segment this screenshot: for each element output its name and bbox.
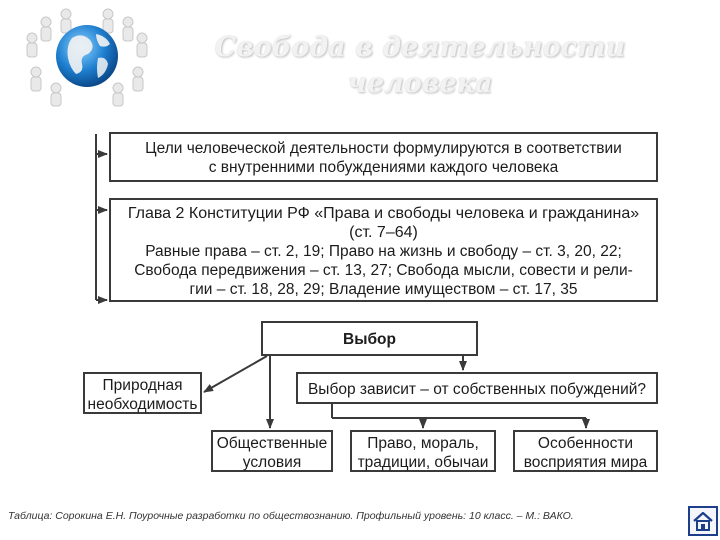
- social-line-2: условия: [242, 454, 302, 471]
- law-line-1: Право, мораль,: [367, 435, 479, 452]
- goals-box: Цели человеческой деятельности формулиру…: [109, 132, 658, 182]
- perception-line-2: восприятия мира: [523, 454, 648, 471]
- constitution-articles: (ст. 7–64): [349, 224, 418, 241]
- choice-label: Выбор: [343, 331, 396, 348]
- title-line-2: человека: [347, 68, 493, 99]
- home-button[interactable]: [688, 506, 718, 536]
- natural-necessity-box: Природная необходимость: [83, 372, 202, 414]
- natural-line-2: необходимость: [87, 396, 198, 413]
- natural-line-1: Природная: [102, 377, 183, 394]
- depends-label: Выбор зависит – от собственных побуждени…: [307, 381, 647, 398]
- social-conditions-box: Общественные условия: [211, 430, 333, 472]
- constitution-line-4: Свобода передвижения – ст. 13, 27; Свобо…: [134, 262, 633, 279]
- choice-depends-box: Выбор зависит – от собственных побуждени…: [296, 372, 658, 404]
- perception-line-1: Особенности: [537, 435, 634, 452]
- constitution-line-5: гии – ст. 18, 28, 29; Владение имущество…: [189, 281, 578, 298]
- constitution-box: Глава 2 Конституции РФ «Права и свободы …: [109, 198, 658, 302]
- title-line-1: Свобода в деятельности: [214, 32, 626, 63]
- slide-title: Свобода в деятельности человека: [200, 30, 640, 102]
- social-line-1: Общественные: [216, 435, 328, 452]
- law-morality-box: Право, мораль, традиции, обычаи: [350, 430, 496, 472]
- choice-box: Выбор: [261, 321, 478, 356]
- goals-line-1: Цели человеческой деятельности формулиру…: [145, 140, 622, 157]
- goals-line-2: с внутренними побуждениями каждого челов…: [208, 159, 559, 176]
- constitution-line-3: Равные права – ст. 2, 19; Право на жизнь…: [145, 243, 622, 260]
- law-line-2: традиции, обычаи: [357, 454, 489, 471]
- perception-box: Особенности восприятия мира: [513, 430, 658, 472]
- home-icon: [693, 511, 713, 531]
- constitution-heading: Глава 2 Конституции РФ «Права и свободы …: [127, 205, 640, 222]
- globe-with-people-icon: [26, 8, 148, 107]
- source-caption: Таблица: Сорокина Е.Н. Поурочные разрабо…: [8, 510, 574, 522]
